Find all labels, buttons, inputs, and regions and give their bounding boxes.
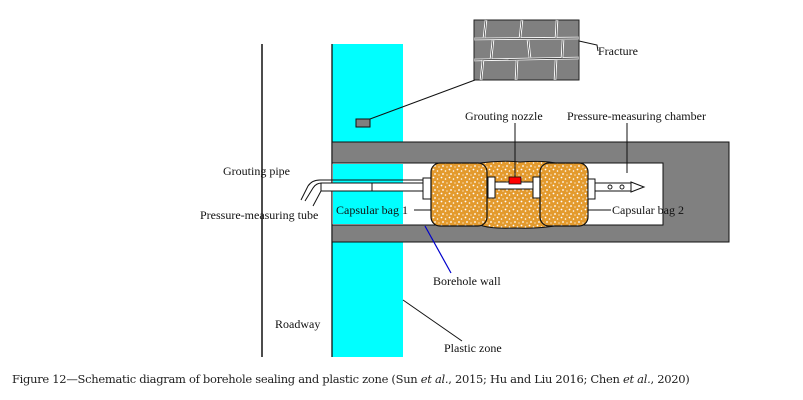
caption-suffix: , 2020)	[650, 372, 690, 386]
probe-body	[594, 182, 632, 192]
borehole-plastic-section	[333, 164, 403, 224]
probe-tip	[630, 181, 646, 193]
caption-prefix: Figure 12—Schematic diagram of borehole …	[12, 372, 421, 386]
grouting-pipe-inner	[304, 182, 430, 202]
borehole-wall-leader	[424, 225, 452, 274]
fracture-marker	[355, 118, 371, 128]
label-borehole-wall: Borehole wall	[433, 274, 501, 288]
grouting-nozzle	[508, 176, 522, 185]
capsular-bag-1	[430, 162, 488, 227]
caption-mid: , 2015; Hu and Liu 2016; Chen	[448, 372, 623, 386]
fracture-marker-leader	[369, 79, 476, 120]
label-roadway: Roadway	[275, 317, 320, 331]
caption-etal-2: et al.	[623, 372, 651, 386]
fracture-inset	[473, 19, 580, 81]
label-capsular-bag-1: Capsular bag 1	[336, 203, 408, 217]
label-grouting-pipe: Grouting pipe	[223, 164, 290, 178]
label-pressure-tube: Pressure-measuring tube	[200, 208, 318, 222]
rod-clamp-right	[532, 176, 541, 199]
grouting-pipe	[300, 179, 430, 201]
figure-caption: Figure 12—Schematic diagram of borehole …	[12, 372, 690, 386]
capsular-bag-2	[539, 162, 589, 227]
probe-hole	[619, 184, 625, 190]
label-capsular-bag-2: Capsular bag 2	[612, 203, 684, 217]
plastic-zone-leader	[402, 299, 463, 342]
rod-clamp-left	[487, 176, 496, 199]
fracture-leader	[578, 40, 599, 52]
caption-etal-1: et al.	[420, 372, 449, 386]
probe-hole	[607, 184, 613, 190]
label-pressure-chamber: Pressure-measuring chamber	[567, 109, 706, 123]
pressure-measuring-tube	[320, 182, 430, 192]
tube-leader	[312, 190, 322, 207]
label-grouting-nozzle: Grouting nozzle	[465, 109, 543, 123]
connector-left	[422, 177, 432, 200]
connector-right	[587, 178, 596, 200]
label-plastic-zone: Plastic zone	[444, 341, 502, 355]
label-fracture: Fracture	[598, 44, 638, 58]
